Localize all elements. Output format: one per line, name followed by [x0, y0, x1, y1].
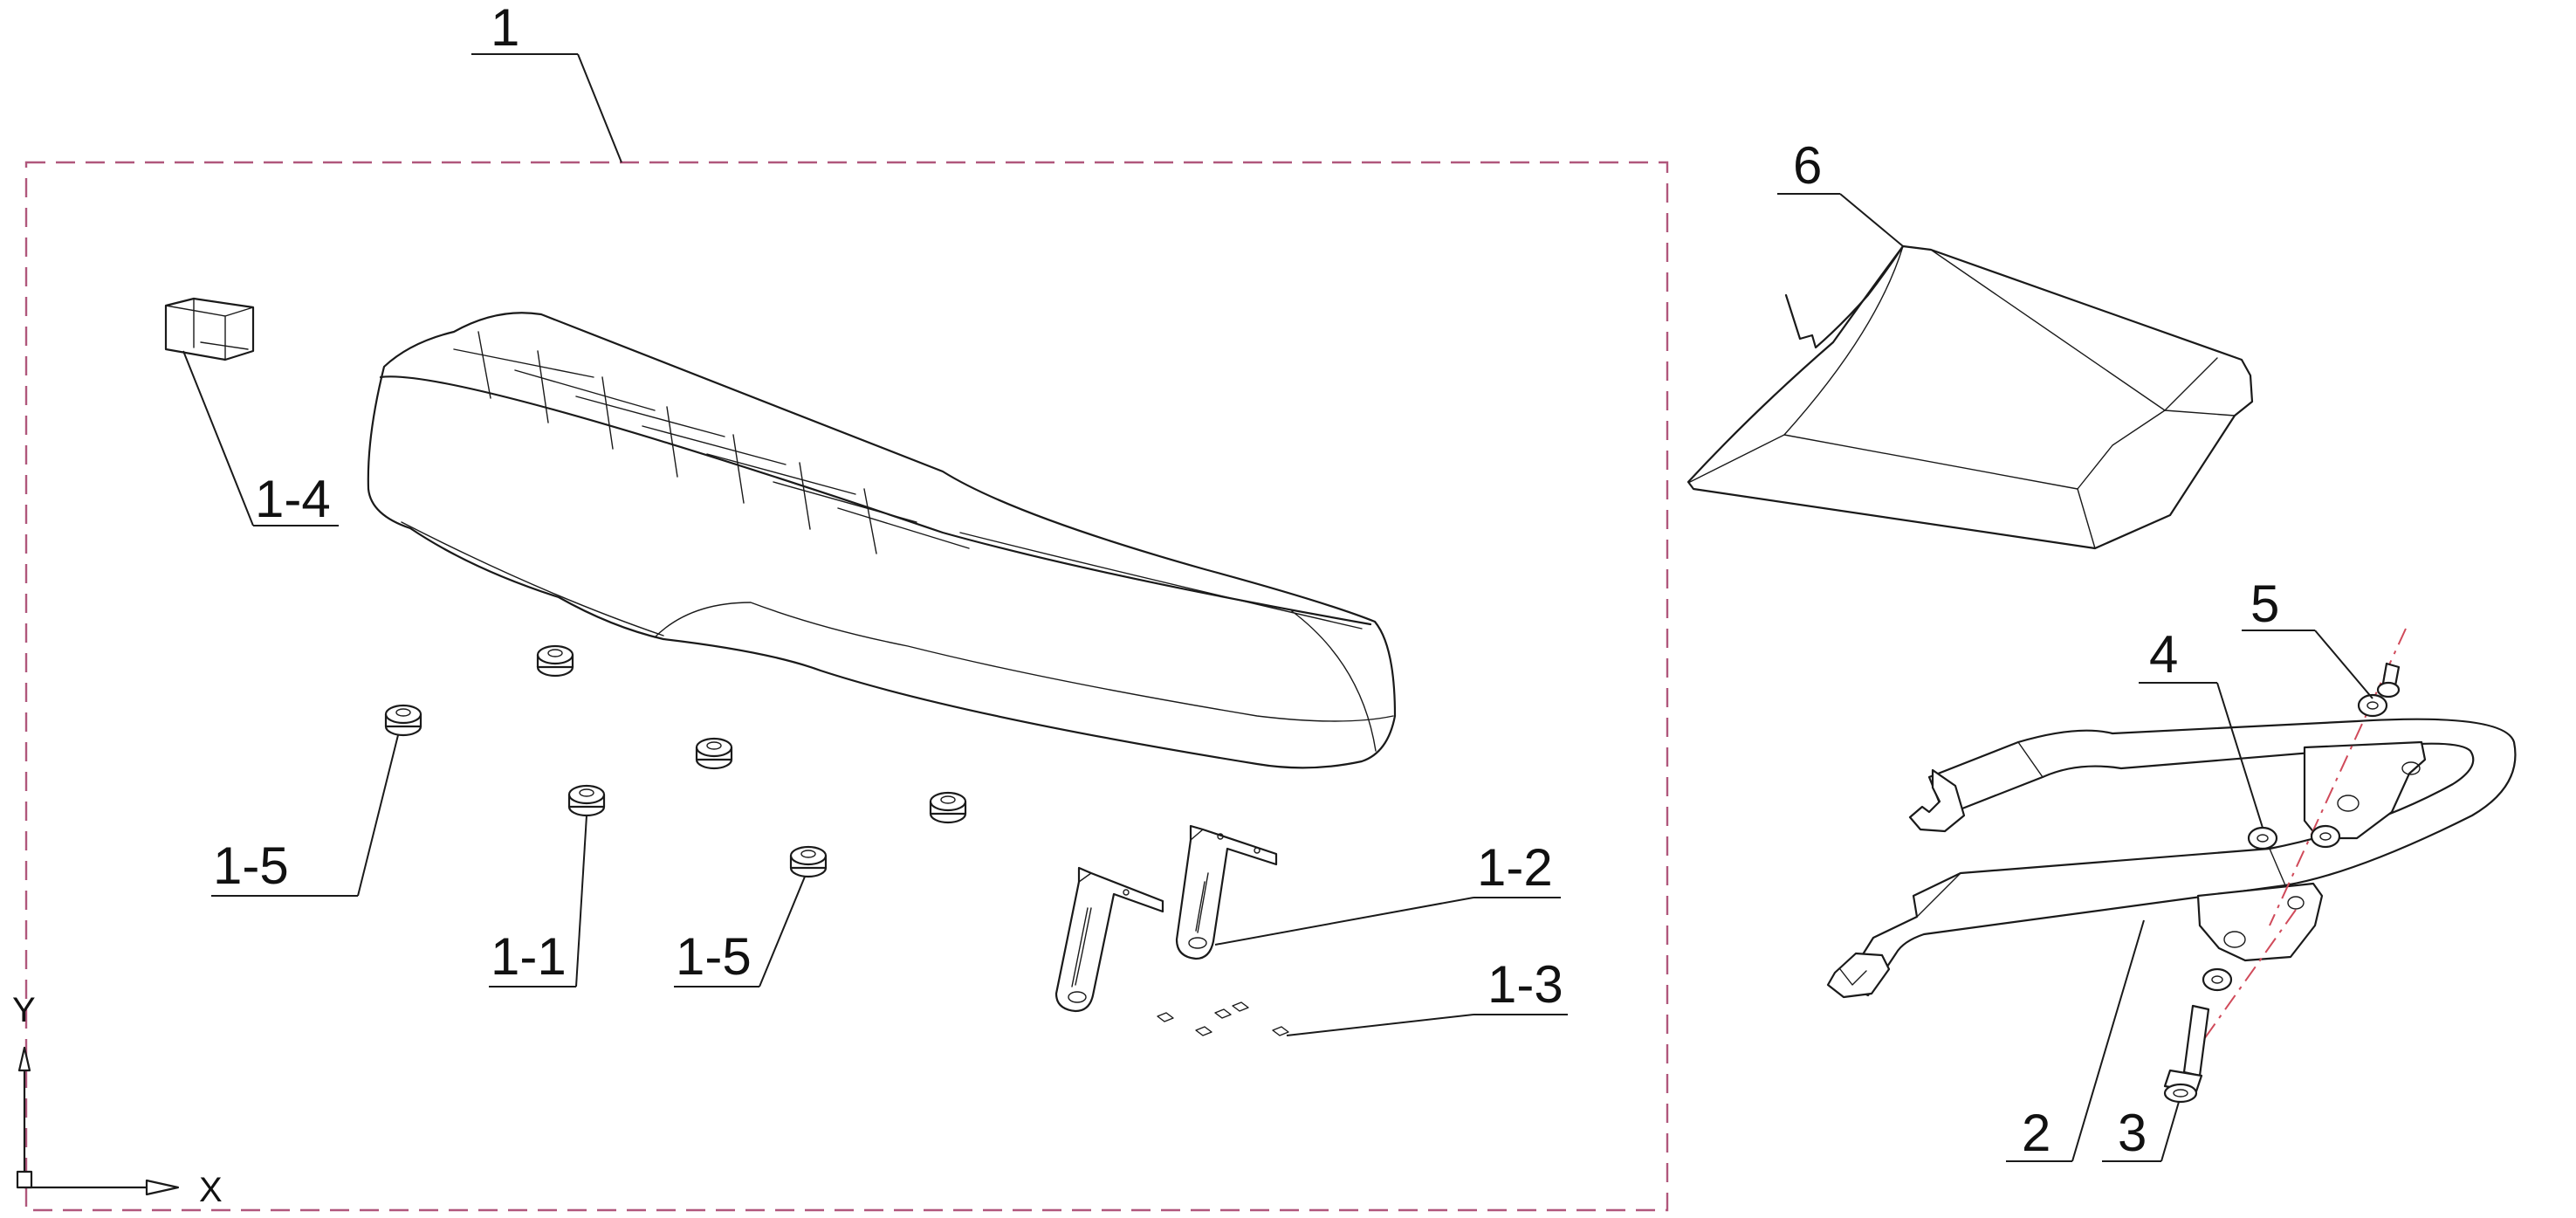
callout-1-label: 1: [491, 0, 519, 57]
centerline-bolt-5: [2269, 628, 2407, 926]
callout-3: 3: [2102, 1101, 2180, 1162]
callout-1-1: 1-1: [489, 815, 587, 987]
callout-1: 1: [471, 0, 622, 163]
callout-3-label: 3: [2118, 1104, 2147, 1162]
callout-1-4-label: 1-4: [255, 470, 331, 528]
axis-y-label: Y: [12, 991, 36, 1029]
callout-4: 4: [2139, 625, 2263, 829]
callout-1-2: 1-2: [1214, 838, 1561, 946]
callout-2-label: 2: [2022, 1104, 2050, 1162]
callout-2: 2: [2006, 919, 2145, 1162]
part-5-bolt-upper: [2310, 662, 2401, 849]
callout-4-label: 4: [2149, 625, 2178, 684]
callout-1-5-left: 1-5: [211, 734, 399, 897]
grommet-e: [929, 791, 967, 824]
assembly-1-boundary: [24, 161, 1669, 1212]
part-1-2-brackets: [1054, 824, 1278, 1013]
seat-cushion: [367, 312, 1397, 769]
callout-1-5-right-label: 1-5: [676, 927, 752, 986]
ucs-axis-icon: Y X: [12, 991, 223, 1209]
callout-1-4: 1-4: [182, 350, 339, 528]
callout-6-label: 6: [1793, 136, 1822, 195]
part-3-bolt-lower: [2163, 967, 2233, 1104]
callout-5: 5: [2242, 575, 2373, 699]
axis-x-label: X: [199, 1171, 223, 1209]
part-1-3-clips: [1157, 1001, 1289, 1036]
grommet-b: [536, 644, 574, 678]
part-6-rear-cowl: [1686, 244, 2254, 550]
part-2-grab-rail: [1826, 718, 2517, 999]
callout-1-5-left-label: 1-5: [213, 836, 289, 895]
grommet-d: [567, 784, 606, 817]
callout-5-label: 5: [2250, 575, 2279, 633]
callout-6: 6: [1777, 136, 1904, 247]
part-4-washer: [2247, 826, 2278, 850]
grommet-a: [384, 704, 422, 737]
grommet-c: [695, 737, 733, 770]
callout-1-2-label: 1-2: [1477, 838, 1553, 897]
part-1-4-clip: [164, 297, 255, 361]
callout-1-3-label: 1-3: [1487, 955, 1563, 1014]
grommets: [384, 644, 967, 878]
callout-1-1-label: 1-1: [491, 927, 567, 986]
callout-1-3: 1-3: [1286, 955, 1568, 1036]
grommet-f: [789, 845, 828, 878]
callout-1-5-right: 1-5: [674, 876, 806, 987]
